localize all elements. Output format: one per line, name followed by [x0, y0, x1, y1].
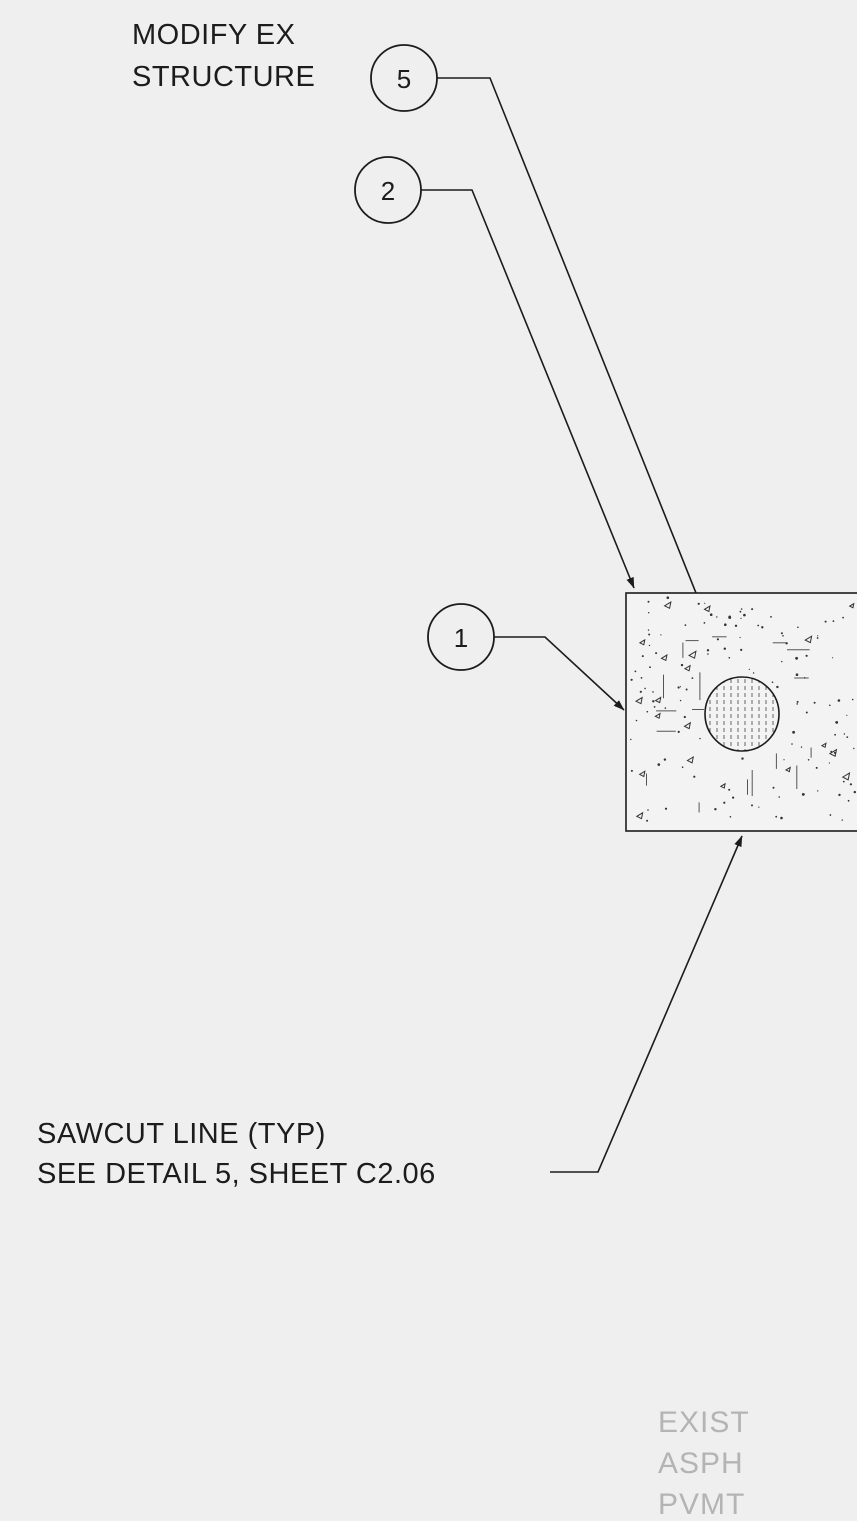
callout-1: 1 — [427, 603, 625, 711]
exist-label-line3: PVMT — [658, 1488, 745, 1521]
sawcut-label-line1: SAWCUT LINE (TYP) — [37, 1118, 326, 1150]
leader-arrow-sawcut — [550, 835, 743, 1173]
callout-modify-structure: MODIFY EX STRUCTURE 5 — [132, 19, 743, 709]
exist-label-line1: EXIST — [658, 1406, 750, 1439]
modify-label-line1: MODIFY EX — [132, 19, 296, 51]
keynote-number-1: 1 — [454, 623, 468, 653]
modify-label-line2: STRUCTURE — [132, 61, 315, 93]
leader-arrow-2 — [421, 189, 635, 589]
callout-sawcut: SAWCUT LINE (TYP) SEE DETAIL 5, SHEET C2… — [37, 835, 743, 1190]
callout-2: 2 — [354, 156, 635, 589]
leader-arrow-5 — [437, 77, 743, 709]
exist-label-line2: ASPH — [658, 1447, 744, 1480]
keynote-number-5: 5 — [397, 64, 411, 94]
concrete-hatch — [630, 596, 856, 822]
sawcut-label-line2: SEE DETAIL 5, SHEET C2.06 — [37, 1158, 436, 1190]
concrete-structure — [625, 592, 857, 832]
existing-pavement-label: EXIST ASPH PVMT — [658, 1406, 750, 1521]
leader-arrow-1 — [494, 636, 625, 711]
existing-structure-circle — [704, 676, 780, 752]
keynote-number-2: 2 — [381, 176, 395, 206]
